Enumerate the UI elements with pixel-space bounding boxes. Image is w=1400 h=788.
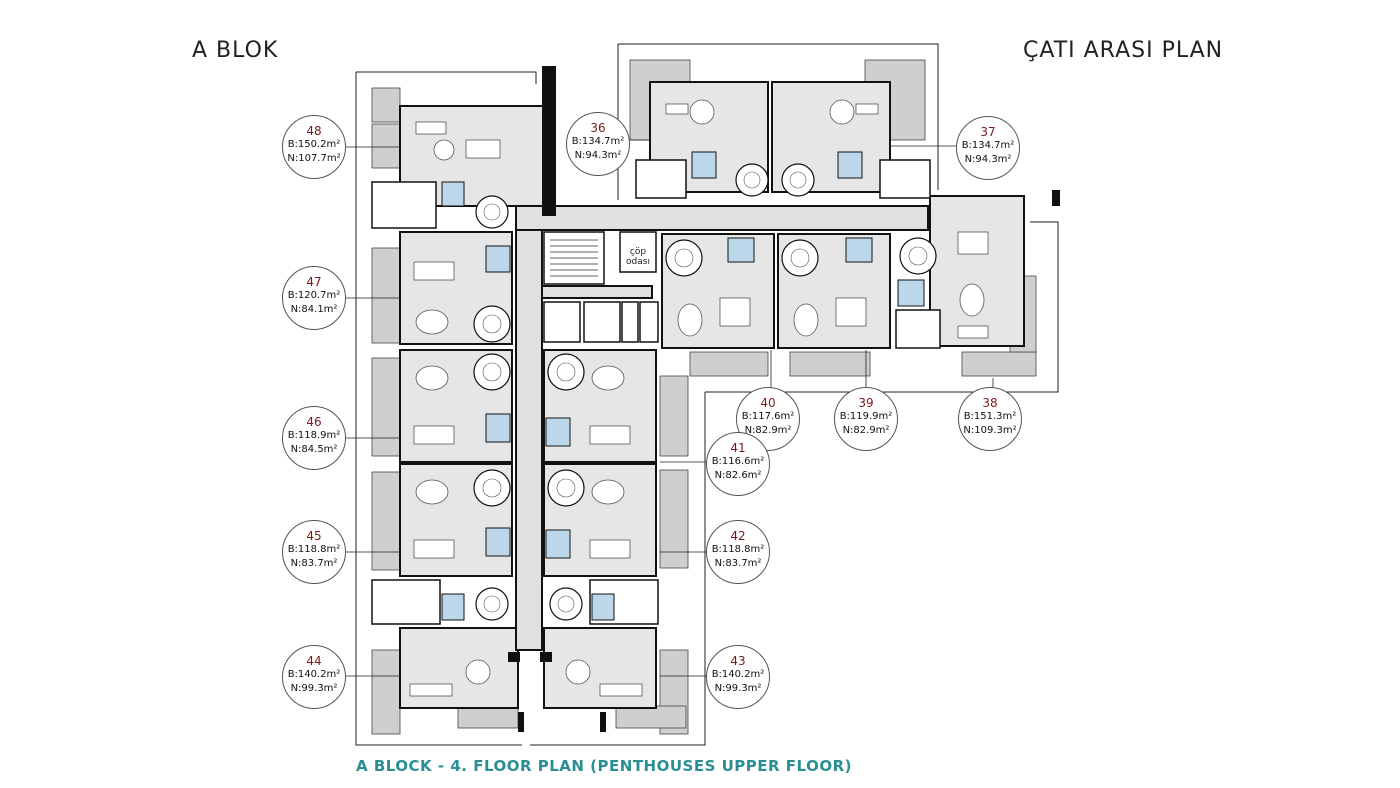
terraces (371, 59, 1037, 735)
floor-plan-caption: A BLOCK - 4. FLOOR PLAN (PENTHOUSES UPPE… (356, 757, 852, 775)
plan-title: ÇATI ARASI PLAN (1023, 38, 1224, 63)
leader-lines (346, 139, 994, 677)
block-title: A BLOK (192, 38, 279, 63)
spiral-stairs (473, 163, 937, 621)
corridor (515, 205, 929, 651)
bathrooms (441, 151, 925, 621)
core (543, 231, 659, 343)
garbage-room-label: çöp odası (626, 247, 650, 267)
columns (508, 66, 1060, 732)
furniture (409, 99, 989, 697)
spiral-stair-treads (482, 171, 928, 613)
